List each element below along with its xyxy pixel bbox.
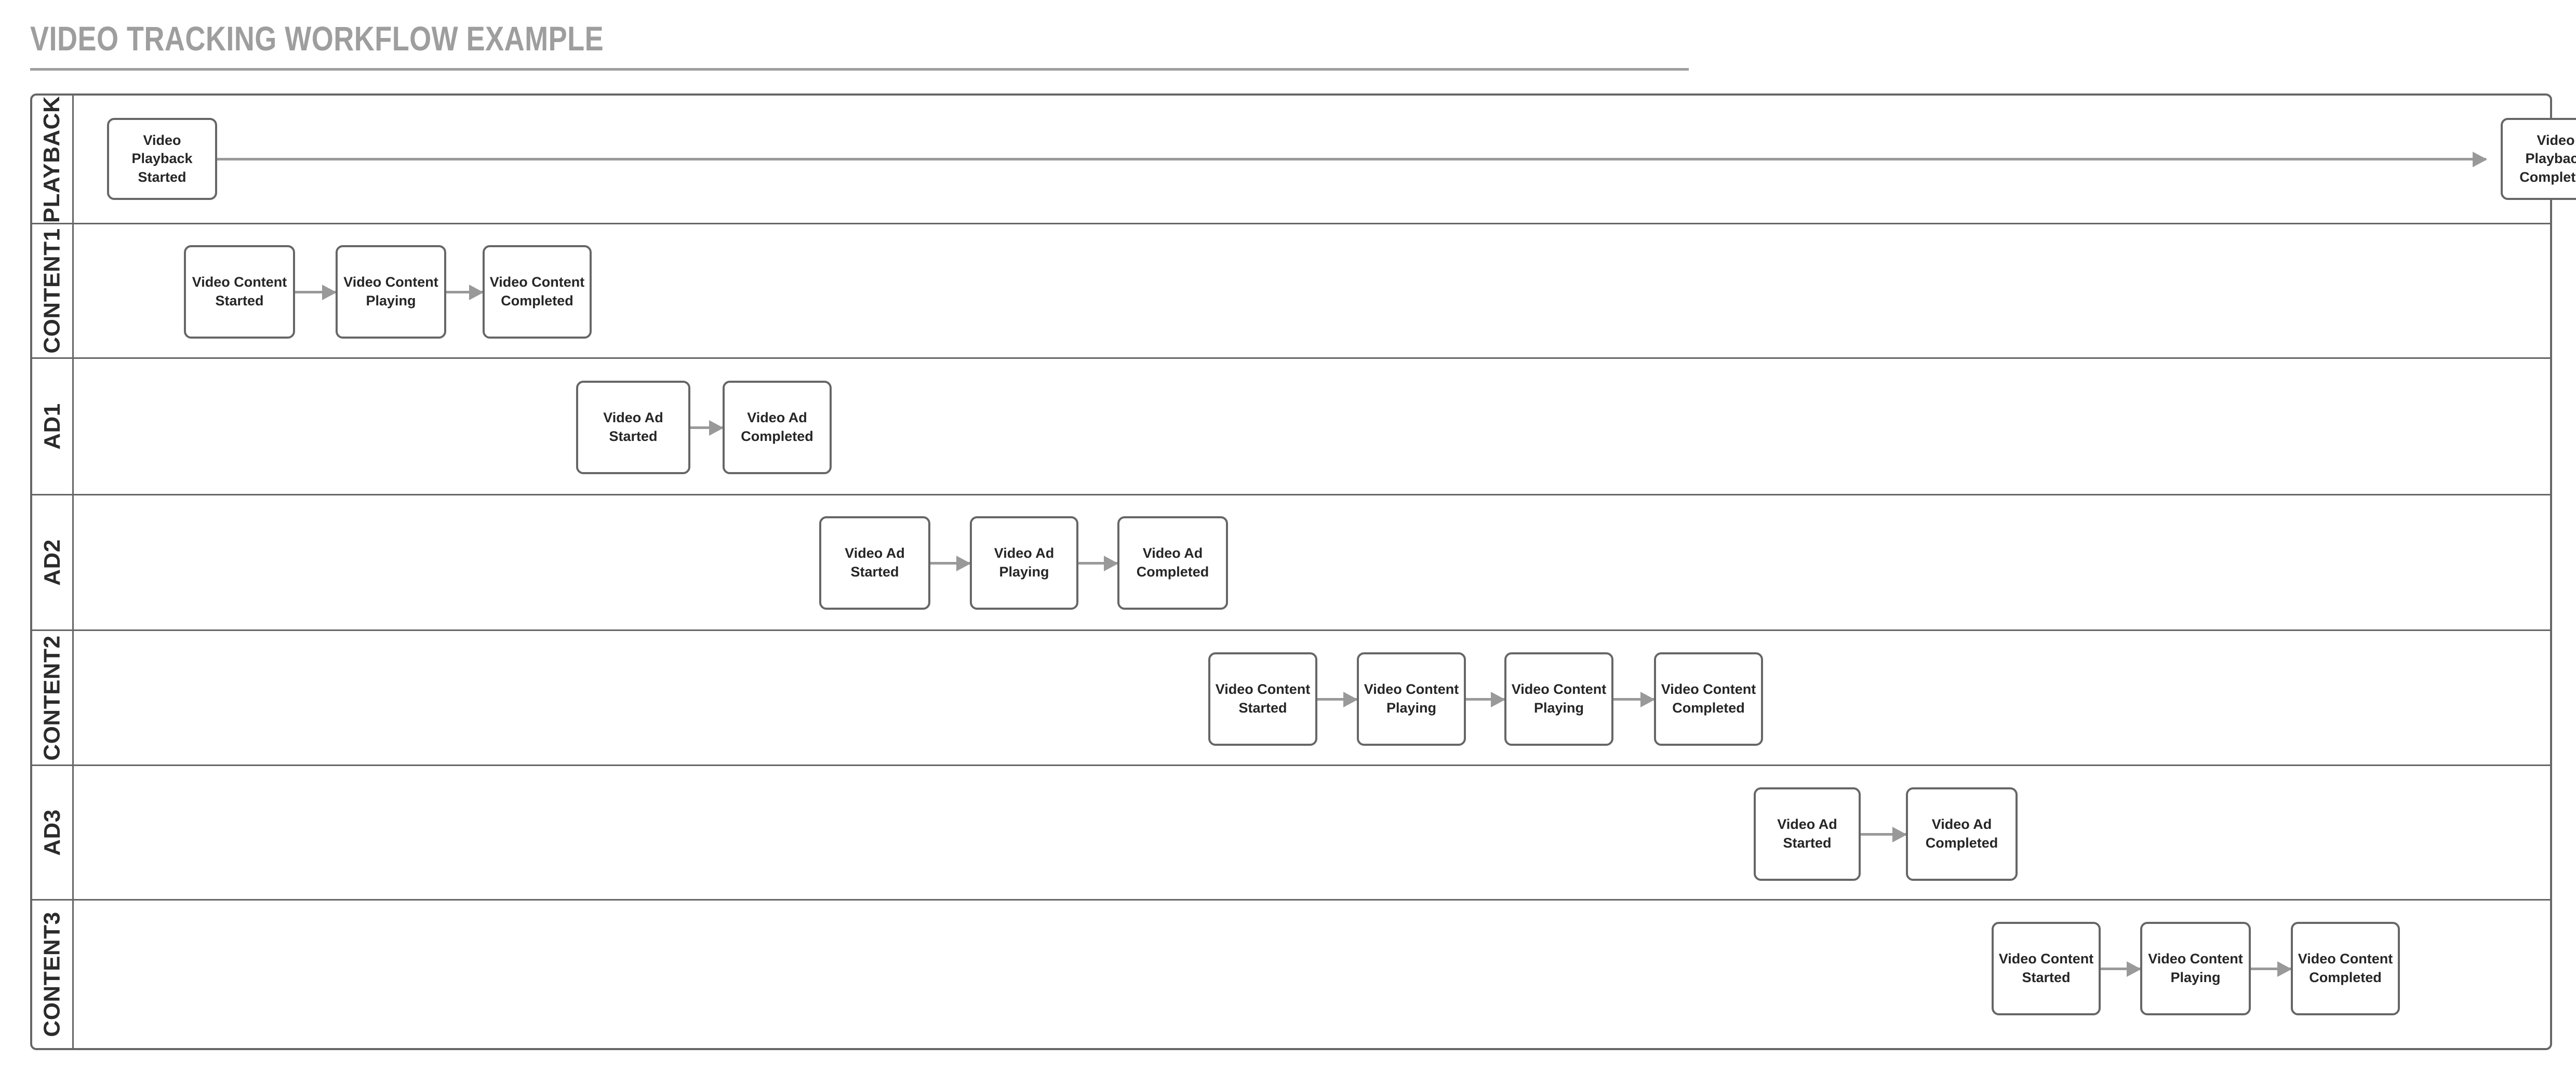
swimlane-ad3: AD3 Video Ad Started Video Ad Completed	[32, 764, 2550, 899]
node-c1-video-content-started[interactable]: Video Content Started	[184, 245, 295, 339]
swimlane-label-ad3: AD3	[39, 809, 65, 856]
swimlane-header-content2: CONTENT2	[32, 631, 74, 764]
swimlane-header-ad1: AD1	[32, 359, 74, 494]
connector-c3-started-to-playing	[2101, 968, 2140, 970]
swimlane-body-ad1: Video Ad Started Video Ad Completed	[74, 359, 2550, 494]
node-a2-video-ad-completed[interactable]: Video Ad Completed	[1117, 516, 1228, 610]
swimlane-label-playback: PLAYBACK	[39, 96, 65, 223]
node-a2-video-ad-started[interactable]: Video Ad Started	[819, 516, 930, 610]
swimlane-header-content1: CONTENT1	[32, 224, 74, 357]
connector-a2-playing-to-completed	[1078, 562, 1117, 565]
node-c3-video-content-started[interactable]: Video Content Started	[1992, 922, 2101, 1015]
node-c3-video-content-playing[interactable]: Video Content Playing	[2140, 922, 2251, 1015]
swimlane-label-ad2: AD2	[39, 539, 65, 586]
connector-playback-started-to-completed	[217, 158, 2486, 160]
node-c2-video-content-completed[interactable]: Video Content Completed	[1654, 652, 1763, 746]
swimlane-ad2: AD2 Video Ad Started Video Ad Playing Vi…	[32, 494, 2550, 629]
swimlane-label-content1: CONTENT1	[39, 228, 65, 354]
swimlane-body-content3: Video Content Started Video Content Play…	[74, 901, 2550, 1048]
swimlane-body-ad3: Video Ad Started Video Ad Completed	[74, 766, 2550, 899]
swimlane-diagram: PLAYBACK Video Playback Started Video Pl…	[30, 93, 2576, 1050]
connector-c2-playing-1-to-playing-2	[1466, 698, 1504, 701]
swimlane-content2: CONTENT2 Video Content Started Video Con…	[32, 629, 2550, 764]
swimlane-body-playback: Video Playback Started Video Playback Co…	[74, 96, 2576, 223]
connector-c1-started-to-playing	[295, 291, 336, 293]
connector-c3-playing-to-completed	[2251, 968, 2291, 970]
swimlane-body-content2: Video Content Started Video Content Play…	[74, 631, 2550, 764]
node-a1-video-ad-started[interactable]: Video Ad Started	[576, 381, 690, 474]
swimlane-body-ad2: Video Ad Started Video Ad Playing Video …	[74, 495, 2550, 629]
swimlane-playback: PLAYBACK Video Playback Started Video Pl…	[32, 96, 2576, 223]
swimlane-header-ad2: AD2	[32, 495, 74, 629]
swimlane-header-content3: CONTENT3	[32, 901, 74, 1048]
node-c3-video-content-completed[interactable]: Video Content Completed	[2291, 922, 2400, 1015]
swimlane-content1: CONTENT1 Video Content Started Video Con…	[32, 223, 2550, 357]
node-a1-video-ad-completed[interactable]: Video Ad Completed	[723, 381, 832, 474]
node-video-playback-completed[interactable]: Video Playback Completed	[2501, 118, 2576, 200]
node-a2-video-ad-playing[interactable]: Video Ad Playing	[970, 516, 1078, 610]
node-c2-video-content-started[interactable]: Video Content Started	[1208, 652, 1317, 746]
swimlane-label-content3: CONTENT3	[39, 911, 65, 1037]
connector-a2-started-to-playing	[930, 562, 970, 565]
swimlane-header-playback: PLAYBACK	[32, 96, 74, 223]
node-a3-video-ad-started[interactable]: Video Ad Started	[1754, 787, 1861, 881]
node-video-playback-started[interactable]: Video Playback Started	[107, 118, 217, 200]
swimlane-label-content2: CONTENT2	[39, 635, 65, 761]
connector-a3-started-to-completed	[1861, 833, 1906, 836]
connector-a1-started-to-completed	[690, 426, 723, 429]
connector-c2-started-to-playing-1	[1317, 698, 1357, 701]
node-c2-video-content-playing-2[interactable]: Video Content Playing	[1504, 652, 1613, 746]
node-c1-video-content-playing[interactable]: Video Content Playing	[336, 245, 446, 339]
node-a3-video-ad-completed[interactable]: Video Ad Completed	[1906, 787, 2018, 881]
swimlane-content3: CONTENT3 Video Content Started Video Con…	[32, 899, 2550, 1048]
swimlane-label-ad1: AD1	[39, 403, 65, 450]
swimlane-ad1: AD1 Video Ad Started Video Ad Completed	[32, 357, 2550, 494]
node-c1-video-content-completed[interactable]: Video Content Completed	[483, 245, 592, 339]
node-c2-video-content-playing-1[interactable]: Video Content Playing	[1357, 652, 1466, 746]
title-divider	[30, 68, 1689, 71]
connector-c2-playing-2-to-completed	[1613, 698, 1654, 701]
swimlane-header-ad3: AD3	[32, 766, 74, 899]
connector-c1-playing-to-completed	[446, 291, 483, 293]
swimlane-body-content1: Video Content Started Video Content Play…	[74, 224, 2550, 357]
page-title: VIDEO TRACKING WORKFLOW EXAMPLE	[30, 19, 604, 58]
